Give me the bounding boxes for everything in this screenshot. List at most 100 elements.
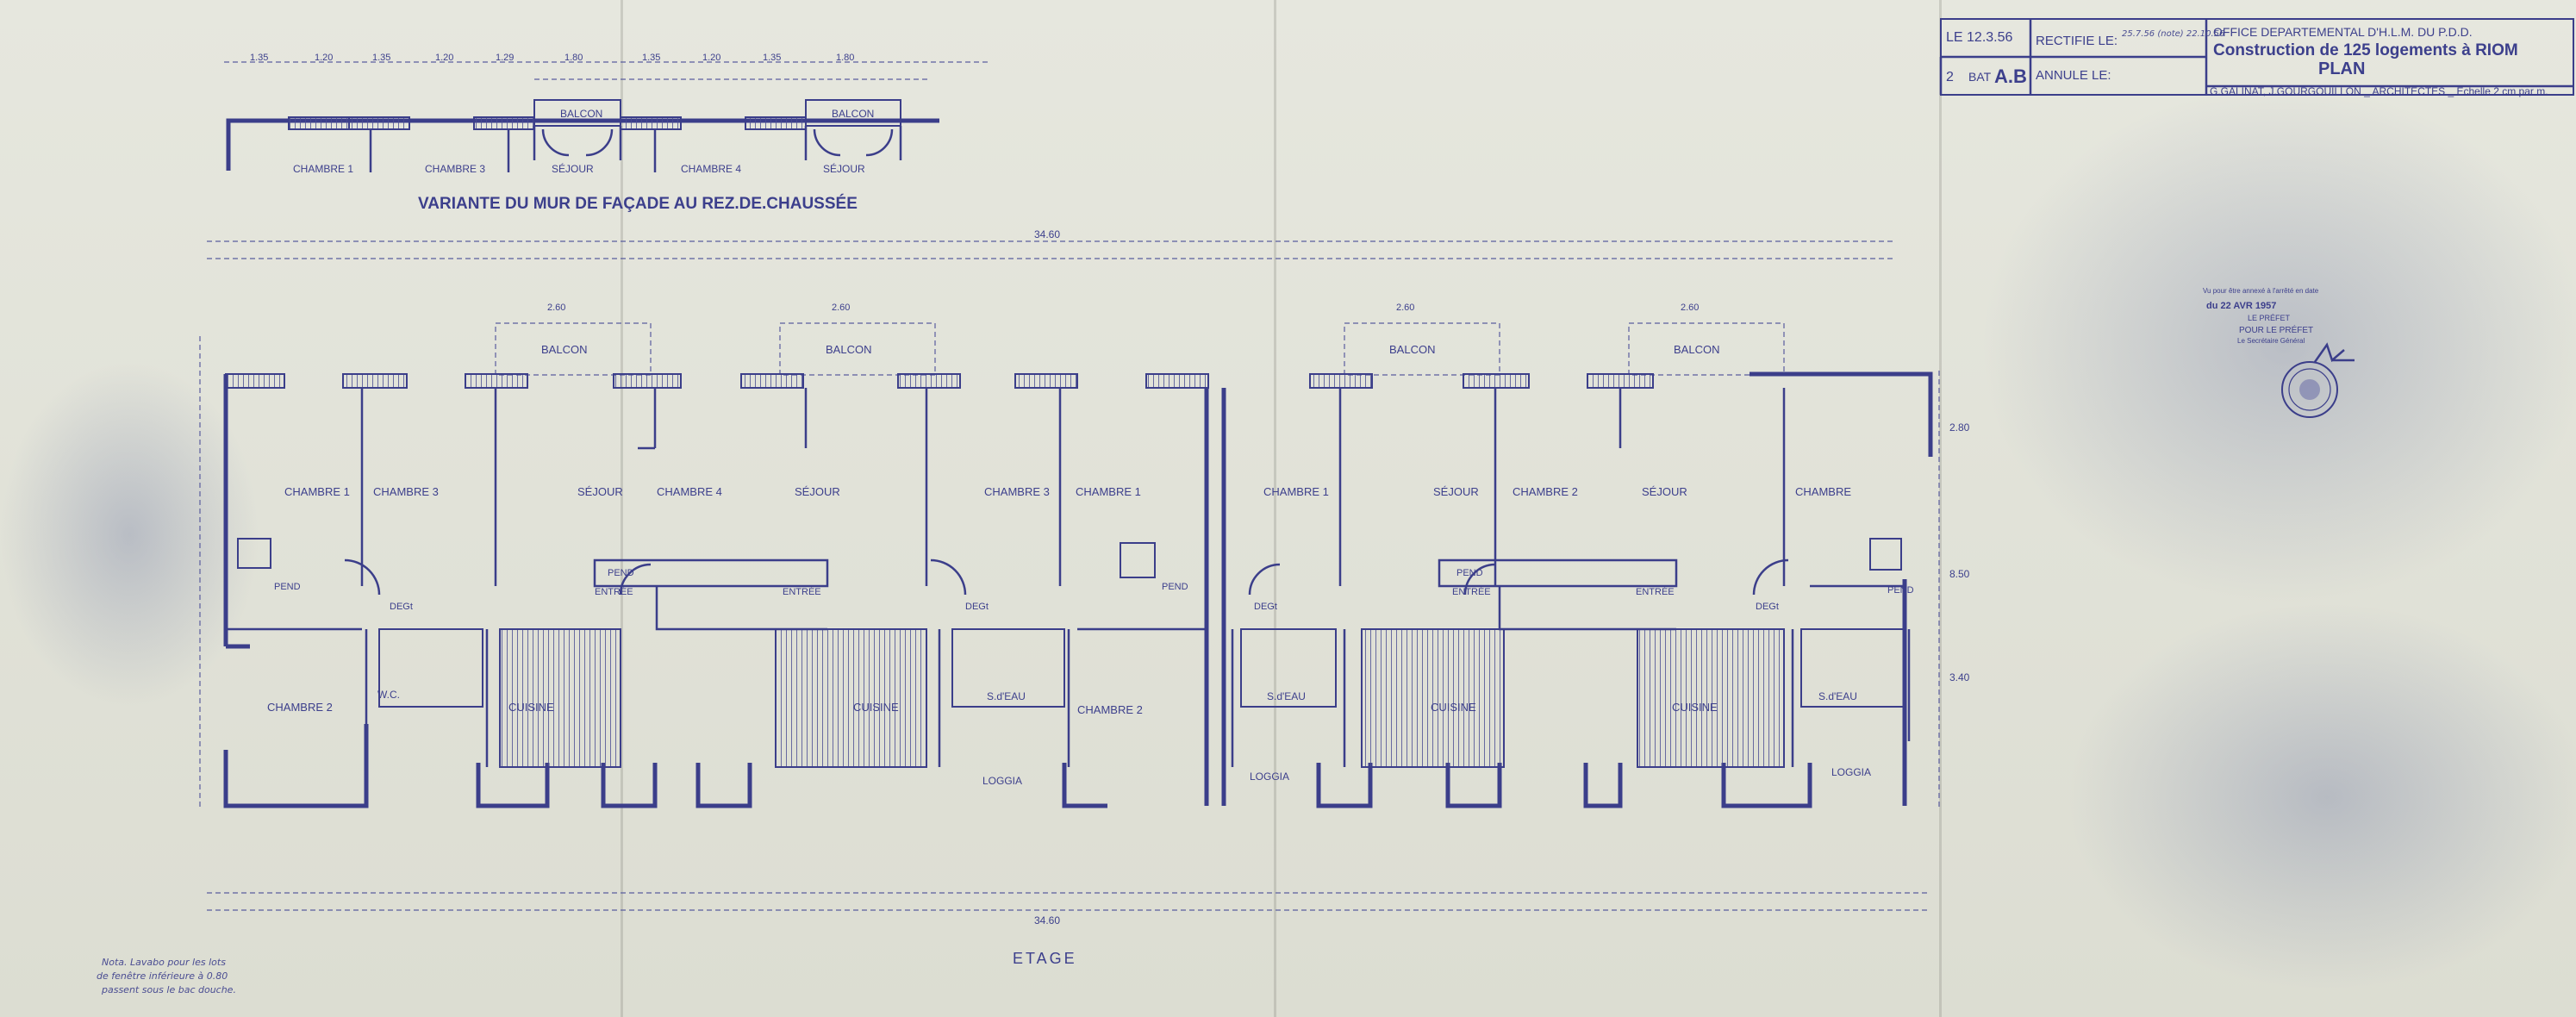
paper-stain [2068, 603, 2576, 991]
svg-text:BALCON: BALCON [826, 343, 871, 356]
variant-facade: 1.35 1.20 1.35 1.20 1.29 1.80 1.35 1.20 … [224, 53, 991, 213]
svg-text:CUISINE: CUISINE [853, 701, 899, 714]
sheet-type: PLAN [2318, 59, 2365, 78]
svg-text:1.20: 1.20 [702, 53, 720, 63]
svg-text:1.35: 1.35 [763, 53, 781, 63]
svg-text:1.20: 1.20 [315, 53, 333, 63]
svg-text:CUISINE: CUISINE [1672, 701, 1718, 714]
svg-text:ENTRÉE: ENTRÉE [783, 586, 821, 597]
svg-text:1.35: 1.35 [372, 53, 390, 63]
svg-text:DEGt: DEGt [390, 602, 413, 612]
svg-text:LE PRÉFET: LE PRÉFET [2248, 314, 2291, 322]
svg-text:2.80: 2.80 [1949, 421, 1970, 434]
svg-text:CUISINE: CUISINE [1431, 701, 1476, 714]
svg-text:S.d'EAU: S.d'EAU [1818, 690, 1857, 702]
svg-text:2.60: 2.60 [547, 303, 565, 313]
svg-text:CHAMBRE 4: CHAMBRE 4 [681, 163, 741, 175]
svg-text:BALCON: BALCON [541, 343, 587, 356]
architects: G.GALINAT, J.GOURGOUILLON _ ARCHITECTES … [2210, 85, 2548, 97]
svg-text:CHAMBRE: CHAMBRE [1795, 485, 1851, 498]
plan-note: Nota. Lavabo pour les lots [102, 957, 226, 968]
svg-text:1.29: 1.29 [496, 53, 514, 63]
main-plan: 34.60 34.60 8.50 3.40 2.80 BALCON BALCON… [97, 228, 1970, 995]
fold-line [621, 0, 623, 1017]
svg-text:ENTRÉE: ENTRÉE [595, 586, 633, 597]
svg-text:CHAMBRE 2: CHAMBRE 2 [1513, 485, 1578, 498]
svg-text:CHAMBRE 3: CHAMBRE 3 [373, 485, 439, 498]
svg-text:ENTRÉE: ENTRÉE [1452, 586, 1491, 597]
overall-dimension-bottom: 34.60 [1034, 914, 1060, 927]
svg-text:S.d'EAU: S.d'EAU [987, 690, 1026, 702]
svg-text:SÉJOUR: SÉJOUR [1433, 485, 1479, 498]
svg-text:1.80: 1.80 [836, 53, 854, 63]
fold-line [1274, 0, 1276, 1017]
paper-stain [1982, 86, 2576, 603]
svg-text:BALCON: BALCON [1389, 343, 1435, 356]
paper-stain [0, 362, 259, 707]
svg-text:CHAMBRE 3: CHAMBRE 3 [984, 485, 1050, 498]
plan-note: de fenêtre inférieure à 0.80 [97, 970, 228, 982]
svg-text:DEGt: DEGt [1756, 602, 1779, 612]
svg-text:CHAMBRE 1: CHAMBRE 1 [1263, 485, 1329, 498]
svg-text:CHAMBRE 2: CHAMBRE 2 [1077, 703, 1143, 716]
svg-text:LOGGIA: LOGGIA [982, 775, 1022, 787]
svg-text:BALCON: BALCON [560, 108, 602, 120]
project-title: Construction de 125 logements à RIOM [2213, 41, 2518, 59]
svg-text:Le Secrétaire Général: Le Secrétaire Général [2237, 337, 2305, 345]
svg-text:du 22 AVR 1957: du 22 AVR 1957 [2206, 301, 2276, 311]
svg-text:DEGt: DEGt [1254, 602, 1277, 612]
svg-text:LOGGIA: LOGGIA [1250, 771, 1289, 783]
title-block: LE 12.3.56 RECTIFIE LE: 25.7.56 (note) 2… [1939, 18, 2574, 97]
fold-line [1939, 0, 1942, 1017]
svg-text:CHAMBRE 1: CHAMBRE 1 [293, 163, 353, 175]
svg-text:1.20: 1.20 [435, 53, 453, 63]
office-name: OFFICE DEPARTEMENTAL D'H.L.M. DU P.D.D. [2213, 25, 2473, 39]
svg-text:BALCON: BALCON [1674, 343, 1719, 356]
svg-text:PEND: PEND [1887, 585, 1914, 596]
overall-dimension: 34.60 [1034, 228, 1060, 240]
svg-text:SÉJOUR: SÉJOUR [823, 162, 865, 175]
svg-text:PEND: PEND [274, 582, 301, 592]
sheet-number: 2 [1946, 70, 1954, 84]
svg-text:PEND: PEND [608, 568, 634, 578]
svg-text:CHAMBRE 4: CHAMBRE 4 [657, 485, 722, 498]
svg-text:8.50: 8.50 [1949, 568, 1970, 580]
svg-text:3.40: 3.40 [1949, 671, 1970, 683]
svg-text:CHAMBRE 2: CHAMBRE 2 [267, 701, 333, 714]
level-label: ETAGE [1013, 950, 1077, 967]
rectifie-label: RECTIFIE LE: [2036, 34, 2118, 48]
bat-value: A.B [1994, 66, 2027, 87]
svg-text:CHAMBRE 1: CHAMBRE 1 [1076, 485, 1141, 498]
svg-text:CHAMBRE 3: CHAMBRE 3 [425, 163, 485, 175]
svg-text:ENTRÉE: ENTRÉE [1636, 586, 1675, 597]
title-date: LE 12.3.56 [1946, 30, 2013, 45]
svg-text:CHAMBRE 1: CHAMBRE 1 [284, 485, 350, 498]
rectifie-note: 25.7.56 (note) 22.10.56 [2122, 29, 2224, 39]
plan-note: passent sous le bac douche. [101, 984, 236, 995]
svg-text:1.35: 1.35 [250, 53, 268, 63]
svg-text:SÉJOUR: SÉJOUR [1642, 485, 1687, 498]
svg-text:BALCON: BALCON [832, 108, 874, 120]
svg-text:W.C.: W.C. [377, 689, 400, 701]
variant-caption: VARIANTE DU MUR DE FAÇADE AU REZ.DE.CHAU… [418, 194, 858, 213]
svg-text:SÉJOUR: SÉJOUR [552, 162, 594, 175]
svg-text:SÉJOUR: SÉJOUR [577, 485, 623, 498]
svg-text:PEND: PEND [1456, 568, 1483, 578]
svg-text:S.d'EAU: S.d'EAU [1267, 690, 1306, 702]
svg-text:PEND: PEND [1162, 582, 1188, 592]
svg-text:1.35: 1.35 [642, 53, 660, 63]
approval-stamp: Vu pour être annexé à l'arrêté en date d… [2203, 287, 2355, 418]
annule-label: ANNULE LE: [2036, 68, 2111, 83]
svg-text:2.60: 2.60 [1681, 303, 1699, 313]
svg-text:DEGt: DEGt [965, 602, 989, 612]
svg-text:2.60: 2.60 [1396, 303, 1414, 313]
svg-text:LOGGIA: LOGGIA [1831, 766, 1871, 778]
bat-label: BAT [1968, 70, 1992, 84]
svg-text:1.80: 1.80 [564, 53, 583, 63]
svg-text:SÉJOUR: SÉJOUR [795, 485, 840, 498]
svg-text:CUISINE: CUISINE [508, 701, 554, 714]
svg-text:2.60: 2.60 [832, 303, 850, 313]
svg-text:POUR LE PRÉFET: POUR LE PRÉFET [2239, 324, 2313, 335]
